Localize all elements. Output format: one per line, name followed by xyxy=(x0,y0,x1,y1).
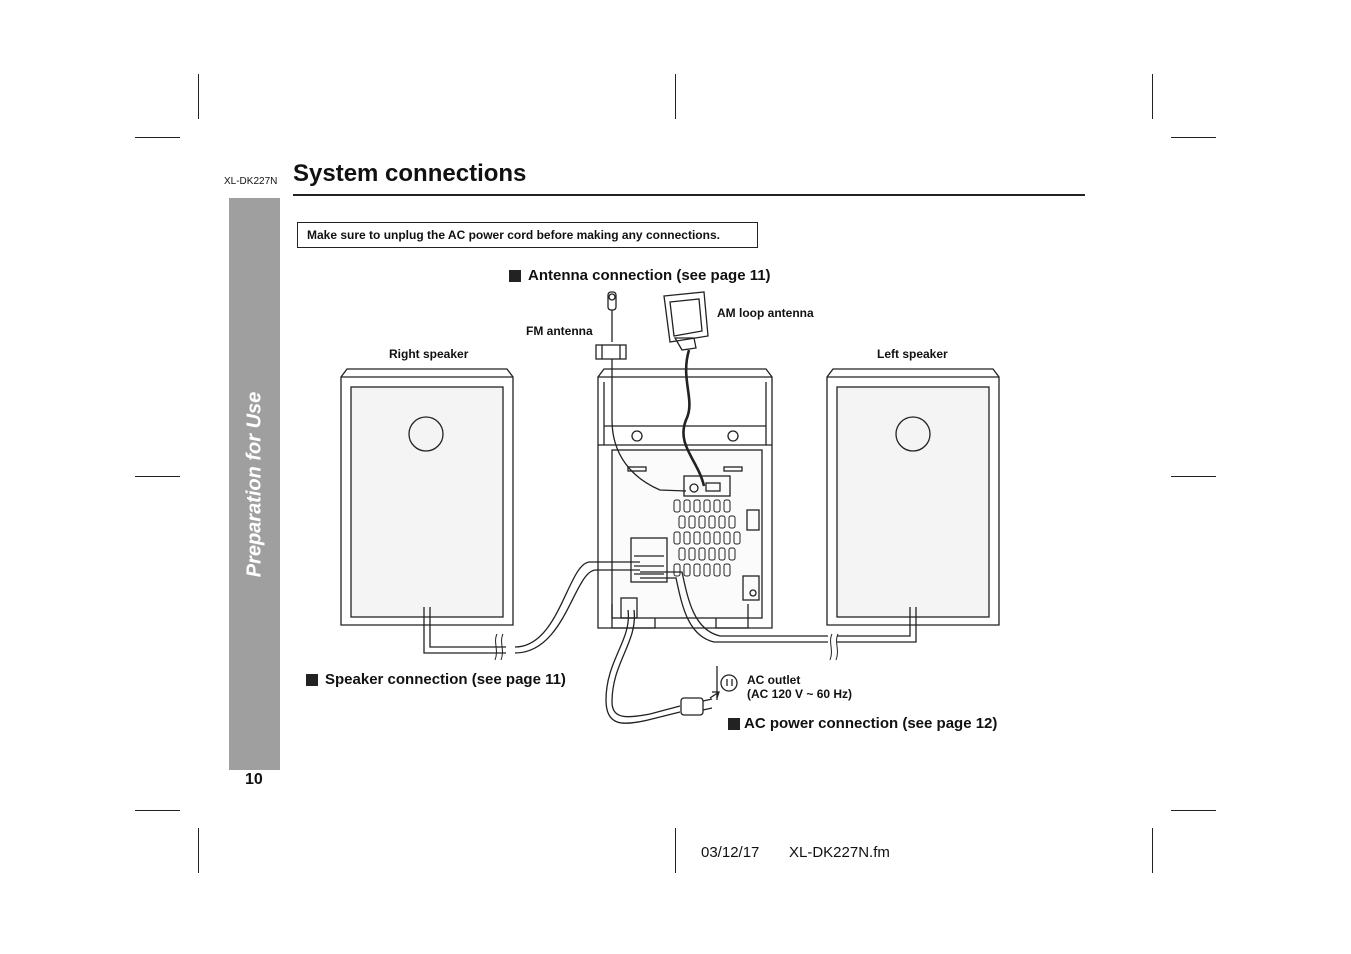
speaker-connection-text: Speaker connection (see page 11) xyxy=(325,671,566,688)
speaker-connection-heading: Speaker connection (see page 11) xyxy=(306,671,566,688)
antenna-connection-heading: Antenna connection (see page 11) xyxy=(509,267,771,284)
antenna-connection-text: Antenna connection (see page 11) xyxy=(528,267,771,284)
bullet-square-icon xyxy=(509,269,521,282)
crop-mark xyxy=(135,476,180,477)
crop-mark xyxy=(1171,476,1216,477)
speaker-wires xyxy=(423,561,917,661)
crop-mark xyxy=(198,74,199,119)
warning-text: Make sure to unplug the AC power cord be… xyxy=(307,228,720,242)
crop-mark xyxy=(675,828,676,873)
am-loop-antenna-illustration xyxy=(663,291,709,487)
ac-power-connection-text: AC power connection (see page 12) xyxy=(744,715,998,732)
bullet-square-icon xyxy=(306,673,318,686)
crop-mark xyxy=(135,137,180,138)
vent-slots xyxy=(673,499,741,577)
fm-antenna-label: FM antenna xyxy=(526,324,593,338)
main-unit-illustration xyxy=(597,368,773,629)
footer-filename: XL-DK227N.fm xyxy=(789,844,890,861)
footer-date: 03/12/17 xyxy=(701,844,760,861)
side-tab xyxy=(229,198,280,770)
ac-outlet-label: AC outlet xyxy=(747,673,801,687)
page-number: 10 xyxy=(245,771,263,788)
ac-power-connection-heading: AC power connection (see page 12) xyxy=(728,715,997,732)
crop-mark xyxy=(1171,137,1216,138)
title-rule xyxy=(293,194,1085,196)
crop-mark xyxy=(1152,74,1153,119)
page-title: System connections xyxy=(293,160,527,187)
ac-cord-illustration xyxy=(605,609,738,724)
left-speaker-illustration xyxy=(826,368,1000,626)
crop-mark xyxy=(675,74,676,119)
fm-antenna-illustration xyxy=(595,291,687,492)
warning-box: Make sure to unplug the AC power cord be… xyxy=(297,222,758,248)
right-speaker-label: Right speaker xyxy=(389,347,469,361)
right-speaker-illustration xyxy=(340,368,514,626)
crop-mark xyxy=(135,810,180,811)
bullet-square-icon xyxy=(728,717,740,730)
crop-mark xyxy=(1152,828,1153,873)
model-code: XL-DK227N xyxy=(224,176,278,187)
crop-mark xyxy=(1171,810,1216,811)
left-speaker-label: Left speaker xyxy=(877,347,948,361)
ac-outlet-spec-label: (AC 120 V ~ 60 Hz) xyxy=(747,687,853,701)
crop-mark xyxy=(198,828,199,873)
am-loop-antenna-label: AM loop antenna xyxy=(717,306,814,320)
